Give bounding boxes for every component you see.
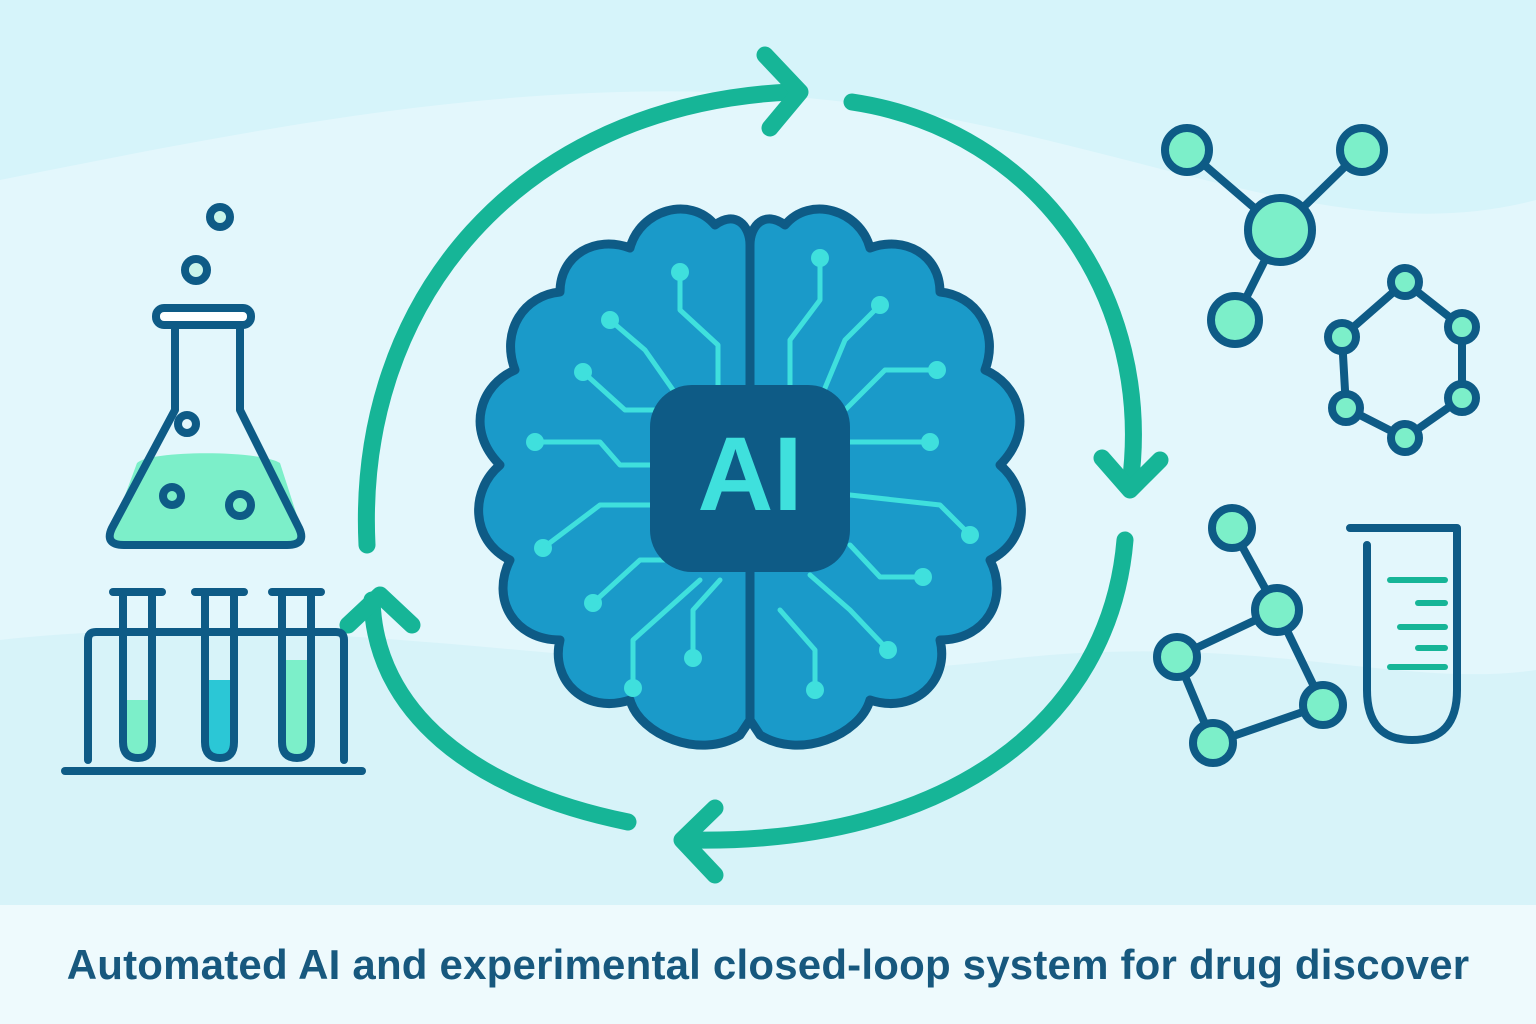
arrow-top-right: [843, 93, 1142, 494]
bubble-icon: [181, 255, 211, 285]
ai-chip-label: AI: [698, 416, 803, 533]
tube-graduations: [1387, 577, 1448, 670]
flask-body: [105, 321, 306, 549]
bubble-icon: [159, 483, 185, 509]
tube-liquid: [123, 700, 152, 758]
branched-molecule-icon: [1161, 124, 1388, 348]
caption-text: Automated AI and experimental closed-loo…: [66, 940, 1470, 988]
closed-loop-diagram: AI: [0, 46, 1536, 905]
brain-right-hemisphere: [745, 204, 1026, 750]
flask-rim: [152, 304, 255, 329]
arrowhead-right: [1093, 449, 1169, 499]
hexagon-molecule-icon: [1324, 264, 1480, 456]
erlenmeyer-flask-icon: [105, 203, 306, 549]
arrowhead-bottom: [673, 799, 724, 884]
bubble-icon: [225, 490, 255, 520]
bubble-icon: [174, 411, 200, 437]
rack-frame: [84, 628, 348, 764]
tube-liquid: [205, 680, 234, 758]
arrow-bottom-right: [681, 531, 1134, 849]
arrow-bottom-left: [363, 591, 637, 831]
brain-circuit-icon: AI: [474, 204, 1026, 750]
circuit-nodes: [526, 249, 979, 699]
arrowhead-left: [339, 586, 421, 634]
brain-left-hemisphere: [474, 204, 755, 750]
cycle-arrows-icon: [339, 46, 1169, 884]
ai-chip: [650, 385, 850, 572]
test-tube-rack-icon: [61, 588, 366, 775]
arrowhead-top: [756, 46, 809, 137]
tube-liquid: [282, 660, 311, 758]
caption-bar: Automated AI and experimental closed-loo…: [0, 905, 1536, 1024]
ring-molecule-icon: [1153, 504, 1347, 767]
graduated-test-tube-icon: [1346, 524, 1461, 744]
flask-liquid: [112, 453, 301, 545]
bubble-icon: [206, 203, 234, 231]
circuit-traces: [532, 255, 973, 693]
arrow-top-left: [357, 83, 799, 554]
background-wave-lower: [0, 630, 1536, 905]
